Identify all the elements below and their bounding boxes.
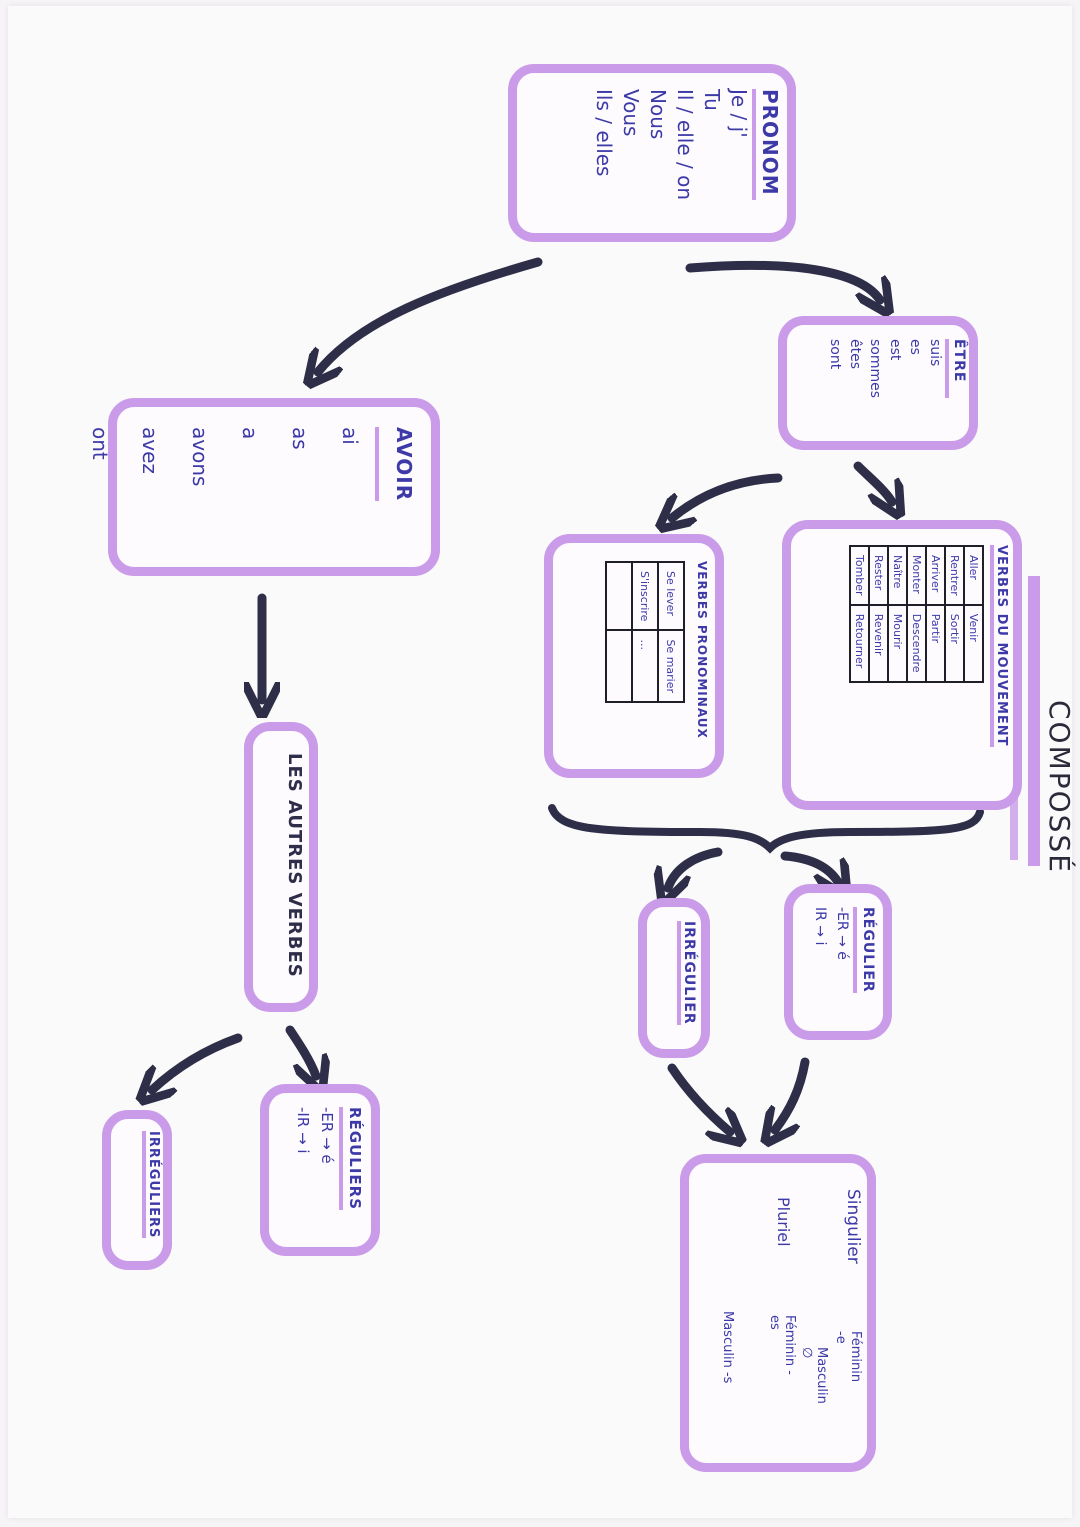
pronom-item: Nous [646,89,670,140]
table-cell: Mourir [888,604,907,682]
table-cell: Retourner [850,604,869,682]
etre-title: ÊTRE [945,339,969,399]
table-cell: Tomber [850,546,869,605]
avoir-item: as [288,427,312,450]
irreguliers-box: IRRÉGULIERS [102,1110,172,1270]
accord-pluriel-fem: Féminin -es [767,1315,797,1375]
autres-content: LES AUTRES VERBES [284,753,305,978]
avoir-item: a [238,427,262,440]
avoir-item: ont [88,427,112,460]
accord-singulier-label: Singulier [843,1189,863,1264]
irregulier-box: IRRÉGULIER [638,898,710,1058]
regulier-title: RÉGULIER [853,907,879,993]
table-cell: Monter [907,546,926,605]
avoir-title: AVOIR [375,427,429,502]
etre-item: es [907,339,923,355]
table-cell: Sortir [945,604,964,682]
avoir-item: ai [338,427,362,445]
etre-item: suis [927,339,943,367]
table-cell: Se lever [658,562,684,631]
table-cell: Descendre [907,604,926,682]
avoir-item: avons [188,427,212,487]
pronom-item: Vous [619,89,643,137]
pronom-item: Ils / elles [592,89,616,177]
irreguliers-title: IRRÉGULIERS [142,1131,161,1239]
reguliers-title: RÉGULIERS [339,1107,367,1211]
etre-item: est [887,339,903,361]
table-cell: Naître [888,546,907,605]
regulier-rule: -ER → é [834,907,850,960]
table-row: S'inscrire... [632,562,658,703]
regulier-box: RÉGULIER -ER → é IR → i [784,884,892,1040]
pronom-item: Je / j' [727,89,751,138]
table-cell: Revenir [869,604,888,682]
table-row [606,562,632,703]
accord-box: Singulier Féminin -e Masculin ∅ Pluriel … [680,1154,876,1472]
table-cell: Se marier [658,630,684,703]
table-cell: Partir [926,604,945,682]
etre-content: ÊTRE suis es est sommes êtes sont [825,339,969,399]
pronom-item: Tu [700,89,724,111]
page-heading: COMPOSSÉ [1043,700,1076,874]
table-cell: ... [632,630,658,703]
table-cell: Rentrer [945,546,964,605]
etre-box: ÊTRE suis es est sommes êtes sont [778,316,978,450]
reguliers-content: RÉGULIERS -ER → é -IR → i [291,1107,367,1211]
pronom-box: PRONOM Je / j' Tu Il / elle / on Nous Vo… [508,64,796,242]
accord-singulier-masc: Masculin ∅ [799,1347,829,1404]
accord-pluriel-masc: Masculin -s [720,1311,735,1384]
reguliers-rule: -ER → é [318,1107,336,1164]
etre-item: êtes [847,339,863,370]
table-cell: Aller [964,546,983,605]
avoir-content: AVOIR ai as a avons avez ont [75,427,429,502]
avoir-item: avez [138,427,162,474]
pronom-title: PRONOM [752,89,783,200]
irregulier-content: IRRÉGULIER [677,921,697,1025]
table-cell: Venir [964,604,983,682]
irreguliers-content: IRRÉGULIERS [142,1131,161,1239]
avoir-box: AVOIR ai as a avons avez ont [88,398,440,576]
table-cell: S'inscrire [632,562,658,631]
pronom-content: PRONOM Je / j' Tu Il / elle / on Nous Vo… [590,89,783,200]
regulier-rule: IR → i [812,907,828,946]
pronominaux-title: VERBES PRONOMINAUX [695,561,709,739]
accord-singulier-fem: Féminin -e [833,1331,863,1383]
irregulier-title: IRRÉGULIER [677,921,697,1025]
reguliers-rule: -IR → i [294,1107,312,1154]
table-cell [606,562,632,631]
etre-item: sont [827,339,843,370]
table-cell [606,630,632,703]
table-cell: Arriver [926,546,945,605]
accord-pluriel-label: Pluriel [774,1197,793,1247]
table-cell: Rester [869,546,888,605]
heading-highlight [1028,576,1040,866]
regulier-content: RÉGULIER -ER → é IR → i [809,907,879,993]
reguliers-box: RÉGULIERS -ER → é -IR → i [260,1084,380,1256]
autres-title: LES AUTRES VERBES [284,753,305,978]
pronom-item: Il / elle / on [673,89,697,200]
etre-item: sommes [867,339,883,399]
autres-box: LES AUTRES VERBES [244,722,318,1012]
mouvement-title: VERBES DU MOUVEMENT [990,545,1009,747]
